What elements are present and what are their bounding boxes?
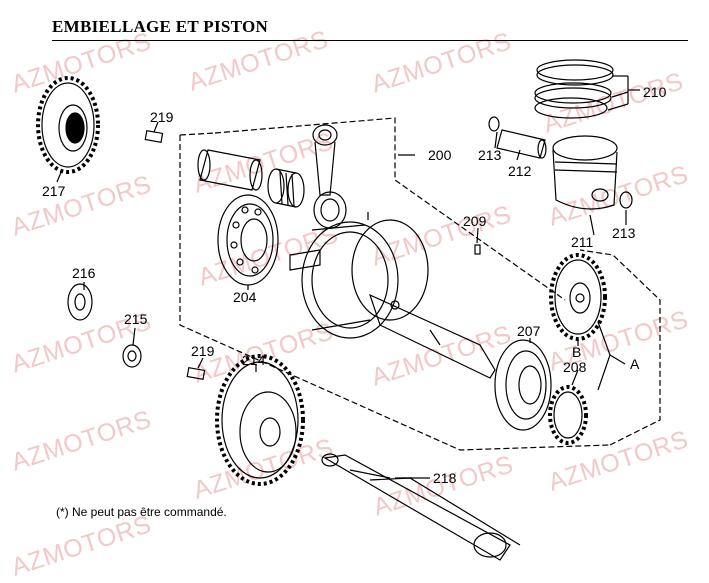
callout-204: 204 (233, 289, 257, 305)
callout-212: 212 (508, 163, 532, 179)
part-208-gear (548, 369, 588, 445)
part-219-key (144, 121, 164, 144)
part-218-shaft (321, 453, 521, 561)
part-213-clip-lower (619, 191, 633, 225)
callout-214: 214 (242, 352, 266, 368)
leader-lines (398, 154, 430, 479)
part-212-wrist-pin (496, 129, 547, 161)
part-connecting-rod (312, 124, 347, 229)
callout-200: 200 (428, 147, 452, 163)
callout-219: 219 (191, 343, 215, 359)
callout-b: B (572, 344, 581, 360)
callout-208: 208 (563, 359, 587, 375)
page-title: EMBIELLAGE ET PISTON (52, 17, 269, 36)
part-209-pin (474, 227, 481, 255)
callout-213: 213 (612, 225, 636, 241)
title-underline (52, 40, 688, 41)
assembly-outline (179, 117, 661, 451)
part-crankshaft (289, 212, 496, 379)
ab-indicator (577, 321, 626, 391)
part-211-piston (552, 135, 618, 236)
callout-211: 211 (571, 234, 594, 250)
part-219-key-lower (186, 357, 206, 381)
callout-216: 216 (72, 265, 96, 281)
part-crank-pin (197, 149, 263, 191)
callout-215: 215 (124, 311, 148, 327)
callout-218: 218 (433, 470, 457, 486)
part-210-piston-rings (534, 59, 640, 119)
part-207-bearing (494, 338, 552, 431)
part-217-gear (36, 76, 100, 183)
part-216-nut (67, 282, 93, 321)
callout-210: 210 (643, 84, 667, 100)
exploded-parts-diagram: 210 213 212 200 219 217 209 211 213 216 … (36, 59, 667, 561)
part-214-gear (215, 354, 305, 486)
callout-209: 209 (463, 213, 487, 229)
callout-219: 219 (150, 109, 174, 125)
part-211-gear (549, 253, 607, 341)
callout-217: 217 (42, 183, 66, 199)
footnote: (*) Ne peut pas être commandé. (56, 505, 227, 519)
callout-a: A (630, 356, 640, 372)
callout-207: 207 (517, 323, 541, 339)
part-215-washer (122, 327, 142, 368)
part-204-bearing (217, 194, 279, 290)
callout-213: 213 (478, 147, 502, 163)
part-needle-bearing (267, 168, 305, 208)
part-213-clip-upper (488, 116, 500, 149)
